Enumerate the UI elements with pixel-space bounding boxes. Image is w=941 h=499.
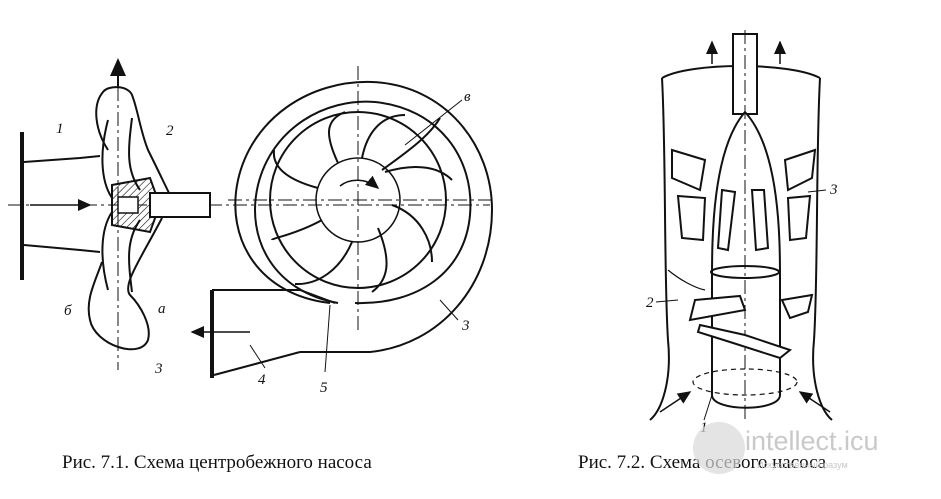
label-b: б xyxy=(64,303,72,319)
centrifugal-side-section xyxy=(8,58,490,370)
axial-pump-drawing xyxy=(649,30,833,421)
centrifugal-front-view xyxy=(190,66,494,378)
figure1-labels: 1 2 3 б а в 3 4 5 xyxy=(56,89,471,396)
label-4: 4 xyxy=(258,372,266,388)
label-5: 5 xyxy=(320,380,328,396)
label-3: 3 xyxy=(154,361,163,377)
watermark-text: intellect.icu xyxy=(745,426,879,456)
label-2: 2 xyxy=(166,123,174,139)
label-1: 1 xyxy=(56,121,64,137)
watermark-logo xyxy=(693,422,745,474)
label-axial-3: 3 xyxy=(829,182,838,198)
watermark-subtext: Искусственный разум xyxy=(757,460,848,470)
figure1-caption: Рис. 7.1. Схема центробежного насоса xyxy=(62,452,372,473)
label-a: а xyxy=(158,301,166,317)
label-axial-2: 2 xyxy=(646,295,654,311)
label-3-volute: 3 xyxy=(461,318,470,334)
label-v: в xyxy=(464,89,471,105)
